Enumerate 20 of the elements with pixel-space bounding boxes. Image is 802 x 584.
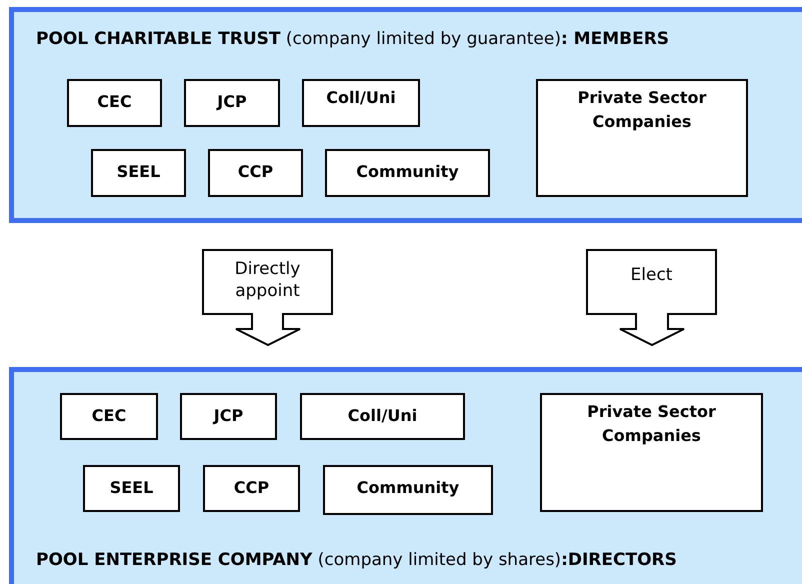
member-box: CCP — [203, 465, 300, 512]
member-box: JCP — [184, 79, 280, 127]
organisation-panel — [9, 7, 802, 223]
panel-heading: POOL ENTERPRISE COMPANY (company limited by shares):DIRECTORS — [36, 550, 677, 570]
arrow-label: Directly appoint — [234, 258, 302, 302]
member-box: SEEL — [91, 149, 186, 197]
member-box: Coll/Uni — [302, 79, 420, 127]
member-box: CEC — [67, 79, 162, 127]
member-box: Community — [325, 149, 490, 197]
member-box: CEC — [60, 393, 158, 440]
arrow-label: Elect — [630, 264, 674, 286]
member-box: SEEL — [83, 465, 180, 512]
member-box: CCP — [208, 149, 303, 197]
organisation-panel — [9, 367, 802, 584]
member-box: Private Sector Companies — [536, 79, 748, 197]
member-box: Private Sector Companies — [540, 393, 763, 512]
member-box: Coll/Uni — [300, 393, 465, 440]
member-box: JCP — [180, 393, 277, 440]
member-box: Community — [323, 465, 493, 515]
panel-heading: POOL CHARITABLE TRUST (company limited by guarantee): MEMBERS — [36, 29, 670, 49]
